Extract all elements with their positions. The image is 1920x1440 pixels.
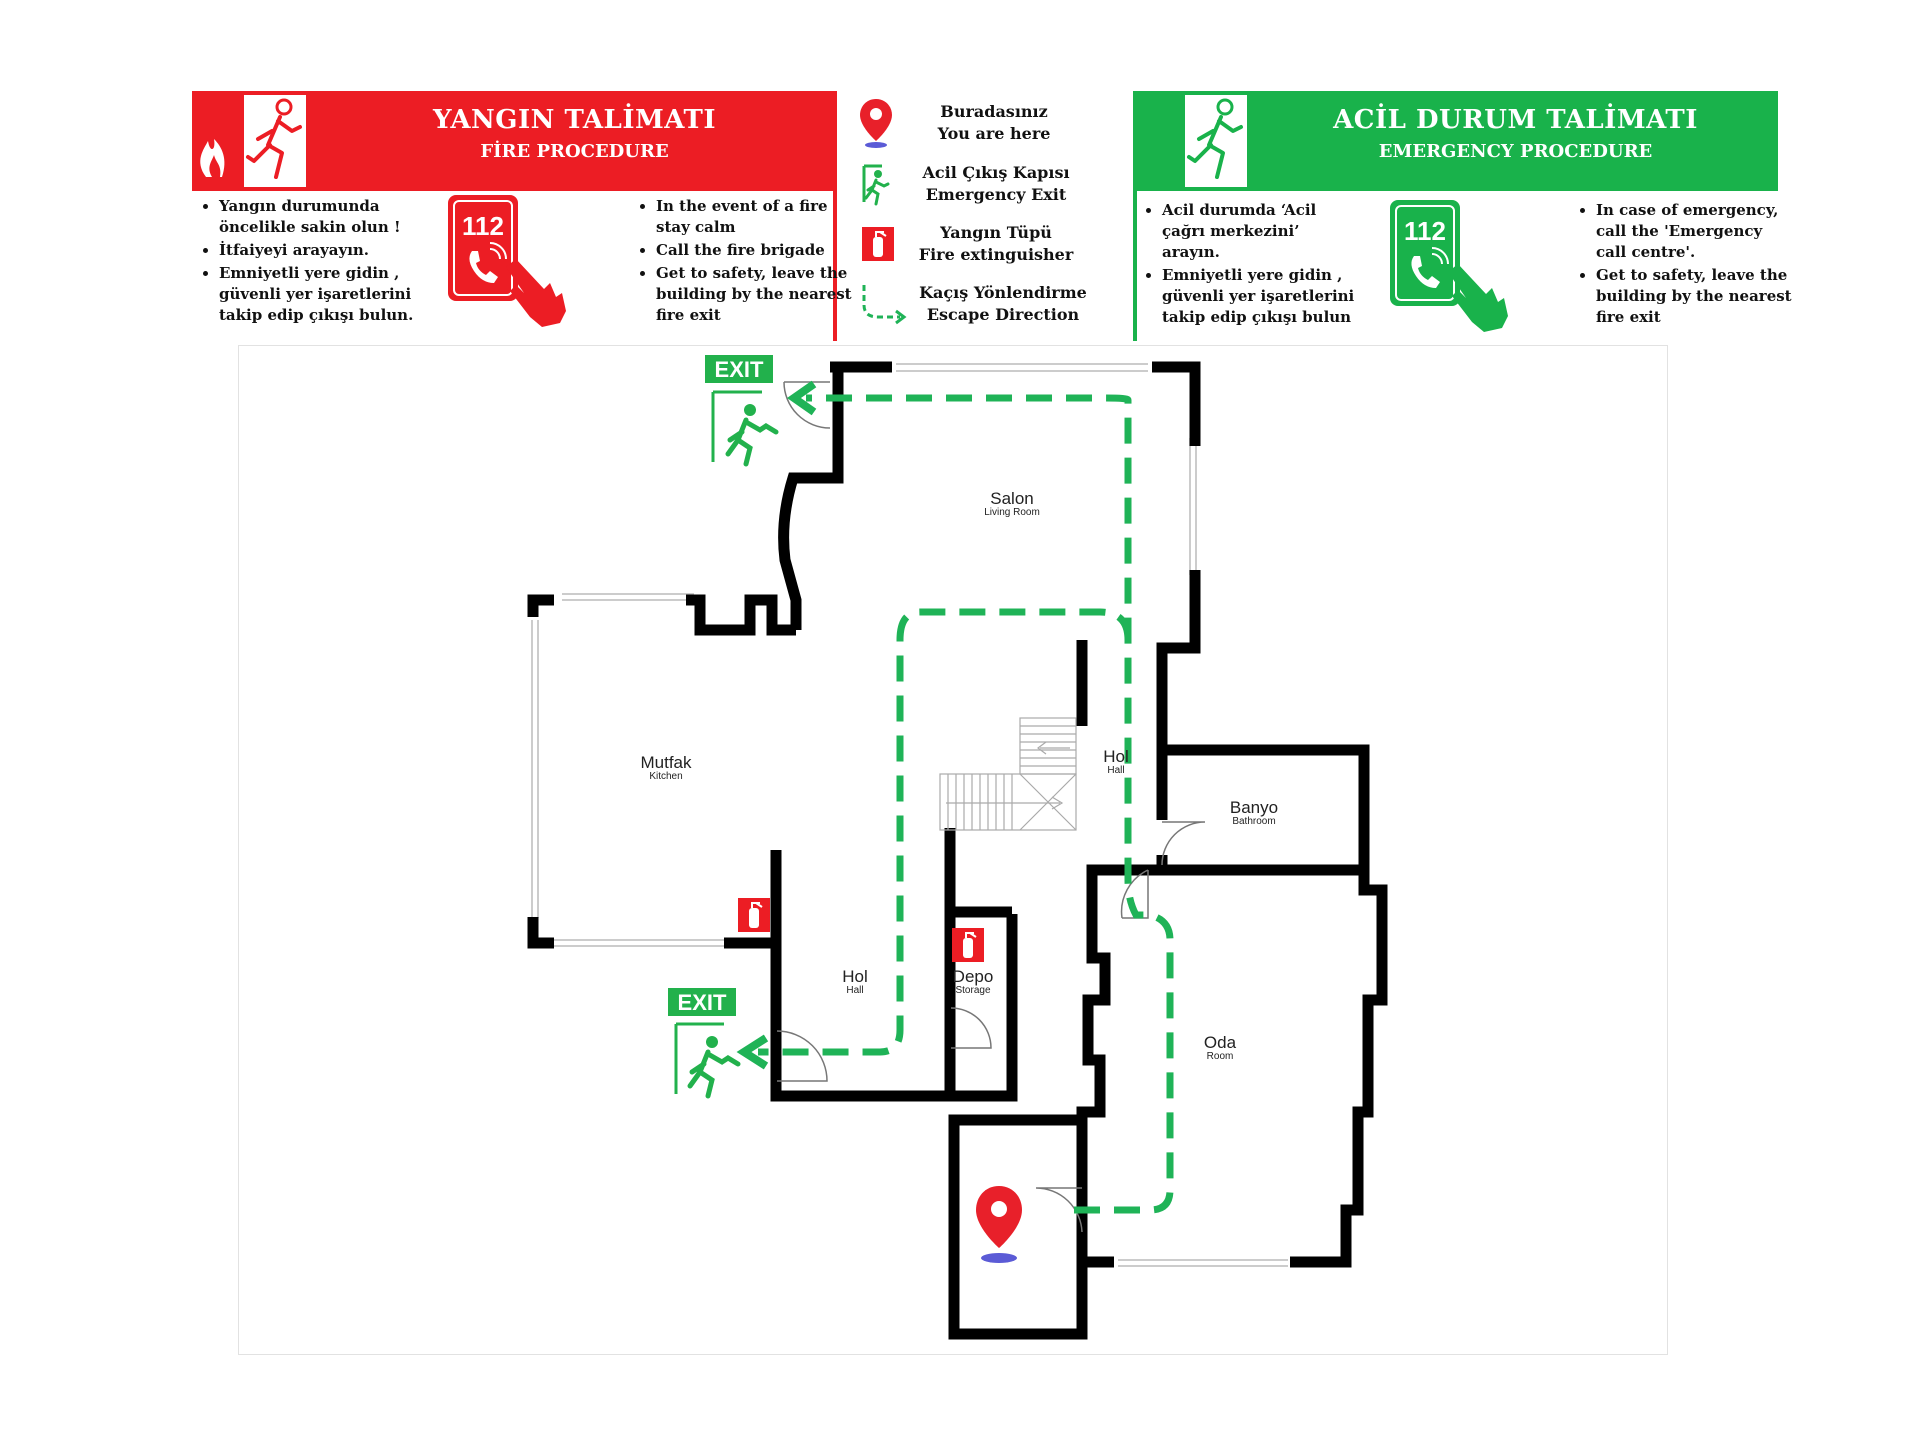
list-item: In the event of a fire stay calm	[656, 196, 856, 238]
running-man-exit-icon	[674, 1022, 741, 1099]
escape-arrowheads	[736, 380, 817, 1070]
room-depo: Depo	[953, 967, 994, 986]
you-are-here-pin	[976, 1186, 1022, 1263]
list-item: İtfaiyeyi arayayın.	[219, 240, 419, 261]
legend-emergency-exit: Acil Çıkış Kapısı Emergency Exit	[860, 162, 1076, 206]
room-hol-top-en: Hall	[1107, 765, 1124, 776]
room-salon: Salon	[990, 489, 1033, 508]
fire-instructions-tr: Yangın durumunda öncelikle sakin olun ! …	[195, 196, 419, 328]
emergency-subtitle: EMERGENCY PROCEDURE	[1378, 141, 1653, 162]
list-item: Acil durumda ‘Acil çağrı merkezini’ aray…	[1162, 200, 1362, 263]
room-hol-bottom-en: Hall	[846, 985, 863, 996]
legend-you-are-here: Buradasınız You are here	[858, 97, 1074, 149]
room-depo-en: Storage	[955, 985, 990, 996]
room-mutfak-en: Kitchen	[649, 771, 682, 782]
escape-route	[758, 394, 1174, 1214]
fire-title: YANGIN TALİMATI	[432, 105, 717, 135]
exit-label-top: EXIT	[715, 357, 764, 382]
fire-subtitle: FİRE PROCEDURE	[480, 141, 669, 162]
legend-you-are-here-tr: Buradasınız	[940, 102, 1048, 121]
fire-extinguisher-icon	[952, 928, 984, 962]
list-item: Get to safety, leave the building by the…	[1596, 265, 1796, 328]
emergency-instructions-tr: Acil durumda ‘Acil çağrı merkezini’ aray…	[1138, 200, 1362, 330]
room-mutfak: Mutfak	[640, 753, 692, 772]
list-item: Emniyetli yere gidin , güvenli yer işare…	[1162, 265, 1362, 328]
dashed-arrow-icon	[862, 285, 907, 325]
legend-extinguisher-tr: Yangın Tüpü	[940, 223, 1052, 242]
exit-sign-bottom: EXIT	[668, 988, 741, 1099]
room-banyo: Banyo	[1230, 798, 1278, 817]
emergency-running-man-icon	[1133, 91, 1253, 191]
room-hol-bottom: Hol	[842, 967, 868, 986]
emergency-title: ACİL DURUM TALİMATI	[1333, 105, 1698, 135]
fire-procedure-banner: YANGIN TALİMATI FİRE PROCEDURE	[192, 91, 837, 191]
emergency-phone-112-icon: 112	[1388, 198, 1528, 342]
legend-extinguisher: Yangın Tüpü Fire extinguisher	[862, 222, 1076, 266]
windows	[531, 363, 1288, 1267]
fire-extinguisher-icon	[862, 227, 894, 261]
list-item: Call the fire brigade	[656, 240, 856, 261]
fire-extinguisher-icon	[738, 898, 770, 932]
running-man-exit-icon	[862, 164, 890, 206]
emergency-divider	[1133, 191, 1137, 341]
list-item: Emniyetli yere gidin , güvenli yer işare…	[219, 263, 419, 326]
legend-emergency-exit-en: Emergency Exit	[925, 185, 1067, 204]
emergency-procedure-banner: ACİL DURUM TALİMATI EMERGENCY PROCEDURE	[1133, 91, 1778, 191]
fire-divider	[833, 191, 837, 341]
room-labels: Salon Living Room Mutfak Kitchen Hol Hal…	[640, 489, 1278, 1062]
fire-phone-number: 112	[462, 211, 504, 241]
running-man-exit-icon	[711, 390, 779, 467]
legend-emergency-exit-tr: Acil Çıkış Kapısı	[922, 163, 1070, 182]
room-oda: Oda	[1204, 1033, 1237, 1052]
doors	[776, 381, 1206, 1233]
exit-sign-top: EXIT	[705, 355, 779, 467]
room-hol-top: Hol	[1103, 747, 1129, 766]
room-banyo-en: Bathroom	[1232, 816, 1275, 827]
legend-escape-direction: Kaçış Yönlendirme Escape Direction	[860, 282, 1088, 326]
fire-instructions-en: In the event of a fire stay calm Call th…	[632, 196, 856, 328]
walls	[527, 361, 1388, 1340]
emergency-phone-number: 112	[1404, 216, 1446, 246]
fire-running-man-icon	[192, 91, 312, 191]
legend-escape-direction-tr: Kaçış Yönlendirme	[919, 283, 1087, 302]
emergency-instructions-en: In case of emergency, call the 'Emergenc…	[1572, 200, 1796, 330]
list-item: In case of emergency, call the 'Emergenc…	[1596, 200, 1796, 263]
legend-extinguisher-en: Fire extinguisher	[918, 245, 1074, 264]
exit-label-bottom: EXIT	[678, 990, 727, 1015]
fire-phone-112-icon: 112	[446, 193, 586, 337]
room-salon-en: Living Room	[984, 507, 1040, 518]
floor-plan-frame	[238, 345, 1668, 1355]
location-pin-icon	[860, 99, 892, 148]
list-item: Yangın durumunda öncelikle sakin olun !	[219, 196, 419, 238]
stairs	[939, 717, 1077, 831]
list-item: Get to safety, leave the building by the…	[656, 263, 856, 326]
legend-you-are-here-en: You are here	[937, 124, 1051, 143]
legend-escape-direction-en: Escape Direction	[926, 305, 1080, 324]
room-oda-en: Room	[1207, 1051, 1234, 1062]
